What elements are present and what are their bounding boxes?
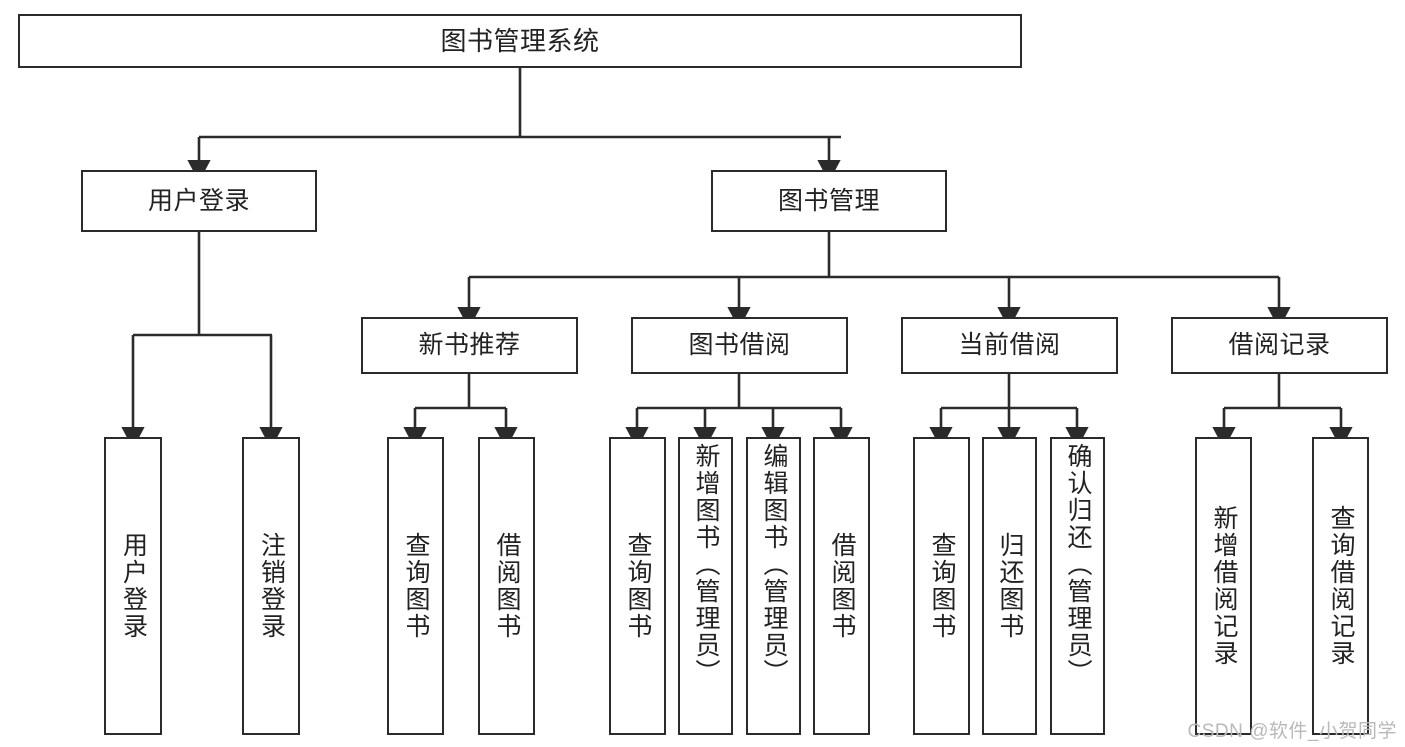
leaf-new-book-borrow-book[interactable]: 借阅图书 bbox=[478, 437, 535, 735]
node-label: 图书管理系统 bbox=[440, 25, 600, 56]
node-label: 借阅记录 bbox=[1228, 331, 1331, 359]
node-label: 新增图书（管理员） bbox=[692, 443, 720, 686]
leaf-current-borrow-confirm-return-admin[interactable]: 确认归还（管理员） bbox=[1050, 437, 1105, 735]
leaf-new-book-query-book[interactable]: 查询图书 bbox=[387, 437, 444, 735]
node-label: 借阅图书 bbox=[493, 532, 521, 640]
leaf-current-borrow-return-book[interactable]: 归还图书 bbox=[982, 437, 1037, 735]
leaf-book-borrow-edit-book-admin[interactable]: 编辑图书（管理员） bbox=[746, 437, 801, 735]
node-label: 新增借阅记录 bbox=[1210, 505, 1238, 667]
node-label: 当前借阅 bbox=[958, 331, 1061, 359]
leaf-book-borrow-query-book[interactable]: 查询图书 bbox=[609, 437, 666, 735]
node-label: 用户登录 bbox=[147, 186, 250, 215]
leaf-borrow-record-add-record[interactable]: 新增借阅记录 bbox=[1195, 437, 1252, 735]
node-label: 新书推荐 bbox=[418, 331, 521, 359]
leaf-book-borrow-borrow-book[interactable]: 借阅图书 bbox=[813, 437, 870, 735]
node-label: 图书管理 bbox=[777, 186, 880, 215]
node-label: 归还图书 bbox=[996, 532, 1024, 640]
node-label: 编辑图书（管理员） bbox=[760, 443, 788, 686]
leaf-book-borrow-add-book-admin[interactable]: 新增图书（管理员） bbox=[678, 437, 733, 735]
node-label: 确认归还（管理员） bbox=[1064, 443, 1092, 686]
leaf-user-login-login[interactable]: 用户登录 bbox=[104, 437, 162, 735]
node-label: 借阅图书 bbox=[828, 532, 856, 640]
node-label: 图书借阅 bbox=[688, 331, 791, 359]
node-label: 查询图书 bbox=[402, 532, 430, 640]
node-label: 注销登录 bbox=[257, 532, 286, 640]
leaf-current-borrow-query-book[interactable]: 查询图书 bbox=[913, 437, 970, 735]
node-label: 查询图书 bbox=[928, 532, 956, 640]
node-root-book-management-system[interactable]: 图书管理系统 bbox=[18, 14, 1022, 68]
node-current-borrow[interactable]: 当前借阅 bbox=[901, 317, 1118, 374]
node-label: 查询图书 bbox=[624, 532, 652, 640]
node-label: 查询借阅记录 bbox=[1327, 505, 1355, 667]
csdn-watermark: CSDN @软件_小贺同学 bbox=[1187, 721, 1397, 742]
leaf-user-login-logout[interactable]: 注销登录 bbox=[242, 437, 300, 735]
node-label: 用户登录 bbox=[119, 532, 148, 640]
node-new-book-recommend[interactable]: 新书推荐 bbox=[361, 317, 578, 374]
node-user-login[interactable]: 用户登录 bbox=[81, 170, 317, 232]
node-book-borrow[interactable]: 图书借阅 bbox=[631, 317, 848, 374]
node-borrow-record[interactable]: 借阅记录 bbox=[1171, 317, 1388, 374]
node-book-management[interactable]: 图书管理 bbox=[711, 170, 947, 232]
leaf-borrow-record-query-record[interactable]: 查询借阅记录 bbox=[1312, 437, 1369, 735]
